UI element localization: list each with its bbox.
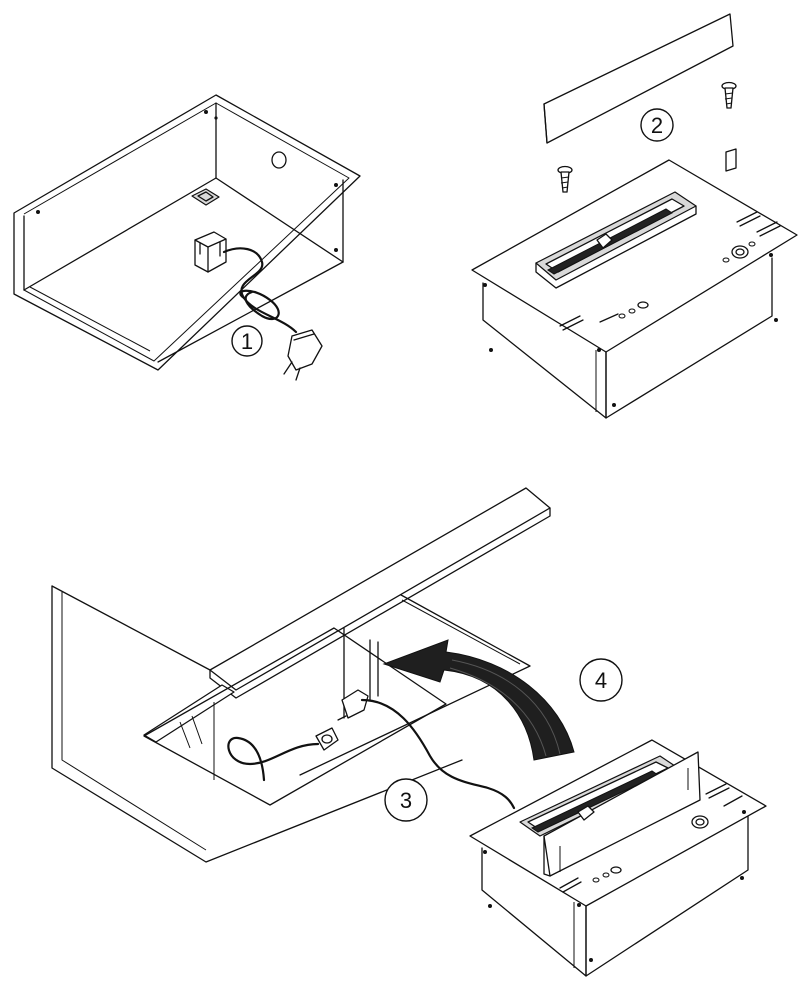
plug-icon bbox=[315, 727, 339, 751]
curved-arrow-icon bbox=[382, 639, 575, 761]
step-1-marker: 1 bbox=[231, 325, 263, 357]
socket-icon bbox=[337, 689, 369, 721]
screw-icon bbox=[721, 81, 737, 109]
step-4-label: 4 bbox=[595, 668, 607, 693]
housing-box-illustration bbox=[13, 94, 361, 381]
step-3-label: 3 bbox=[400, 788, 412, 813]
step-2-label: 2 bbox=[651, 113, 663, 138]
step-1-label: 1 bbox=[241, 329, 253, 354]
countertop-installation-illustration bbox=[51, 487, 767, 977]
step-3-marker: 3 bbox=[384, 778, 428, 822]
screw-icon bbox=[557, 165, 573, 193]
step-2-marker: 2 bbox=[640, 108, 674, 142]
step-4-marker: 4 bbox=[579, 658, 623, 702]
burner-unit-illustration bbox=[471, 13, 798, 419]
